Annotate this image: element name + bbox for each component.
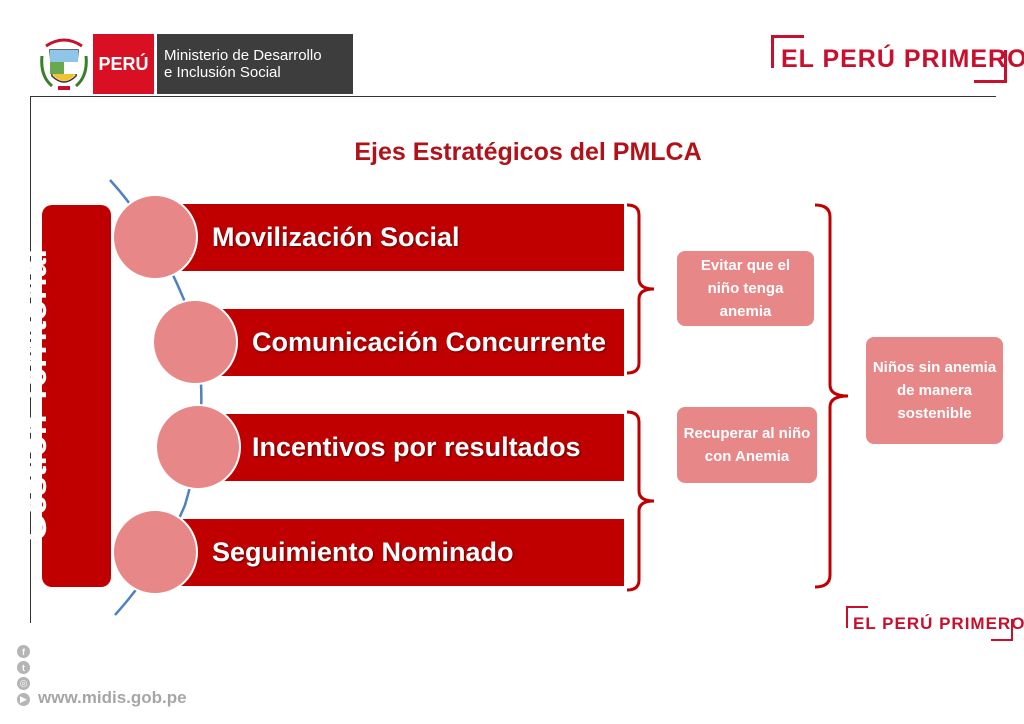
left-divider	[30, 97, 31, 623]
bracket-prevention	[626, 203, 655, 375]
axis-circle-1	[112, 194, 198, 280]
diagram-title: Ejes Estratégicos del PMLCA	[354, 138, 702, 166]
header-divider	[30, 96, 996, 97]
axis-bar-seguimiento-nominado: Seguimiento Nominado	[152, 519, 624, 586]
website-link[interactable]: www.midis.gob.pe	[38, 688, 187, 707]
axis-label: Comunicación Concurrente	[252, 327, 607, 357]
axis-circle-3	[155, 404, 241, 490]
gestion-territorial-panel	[42, 205, 111, 587]
axis-label: Seguimiento Nominado	[212, 537, 514, 567]
axis-label: Movilización Social	[212, 222, 460, 252]
peru-coat-of-arms-logo	[40, 36, 88, 92]
youtube-icon[interactable]: ▶	[17, 693, 30, 706]
twitter-icon[interactable]: t	[17, 661, 30, 674]
axis-bar-movilizacion-social: Movilización Social	[152, 204, 624, 271]
brand-text: EL PERÚ PRIMERO	[853, 614, 1024, 633]
axis-label: Incentivos por resultados	[252, 432, 581, 462]
el-peru-primero-logo-top: EL PERÚ PRIMERO	[771, 35, 1024, 83]
axis-bar-incentivos-resultados: Incentivos por resultados	[192, 414, 624, 481]
outcome-box-recover-anemia: Recuperar al niño con Anemia	[677, 407, 817, 483]
final-goal-box: Niños sin anemia de manera sostenible	[866, 337, 1003, 444]
peru-label: PERÚ	[93, 34, 154, 94]
instagram-icon[interactable]: ◎	[17, 677, 30, 690]
gestion-territorial-label: Gestión Territorial	[16, 248, 54, 542]
ministry-line-1: Ministerio de Desarrollo	[164, 47, 322, 64]
ministry-line-2: e Inclusión Social	[164, 64, 281, 81]
ministry-name: Ministerio de Desarrollo e Inclusión Soc…	[157, 34, 353, 94]
axis-circle-4	[112, 509, 198, 595]
axis-circle-2	[152, 299, 238, 385]
axis-bar-comunicacion-concurrente: Comunicación Concurrente	[192, 309, 624, 376]
brand-text: EL PERÚ PRIMERO	[781, 45, 1024, 73]
outcome-box-prevent-anemia: Evitar que el niño tenga anemia	[677, 251, 814, 326]
bracket-outcomes	[814, 203, 849, 589]
bracket-recovery	[626, 410, 655, 592]
facebook-icon[interactable]: f	[17, 645, 30, 658]
el-peru-primero-logo-bottom: EL PERÚ PRIMERO	[846, 606, 1024, 641]
